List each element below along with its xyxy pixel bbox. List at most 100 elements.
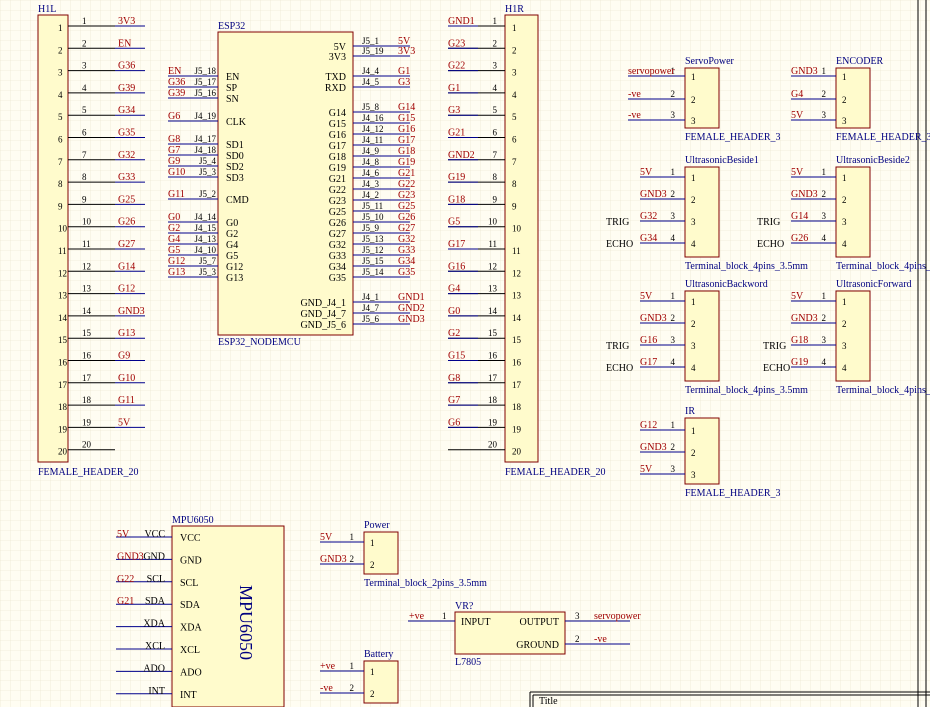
ultrasonic-backword-component[interactable]: UltrasonicBackwordTerminal_block_4pins_3… [606,279,808,396]
battery-pin-1[interactable]: 11+ve [320,661,375,677]
ultrasonic-beside2-component[interactable]: UltrasonicBeside2Terminal_block_4pins_11… [757,155,930,272]
ultrasonic-beside1-component[interactable]: UltrasonicBeside1Terminal_block_4pins_3.… [606,155,808,272]
mpu6050-component[interactable]: MPU6050MPU6050VCCVCC5VGNDGNDGND3SCLSCLG2… [116,515,285,707]
power-component[interactable]: PowerTerminal_block_2pins_3.5mm115V22GND… [320,520,487,589]
vr-pin-ground[interactable]: 2-ve [565,634,630,645]
vr-pin-input[interactable]: 1+ve [408,611,455,622]
battery-pin-2[interactable]: 22-ve [320,683,375,699]
